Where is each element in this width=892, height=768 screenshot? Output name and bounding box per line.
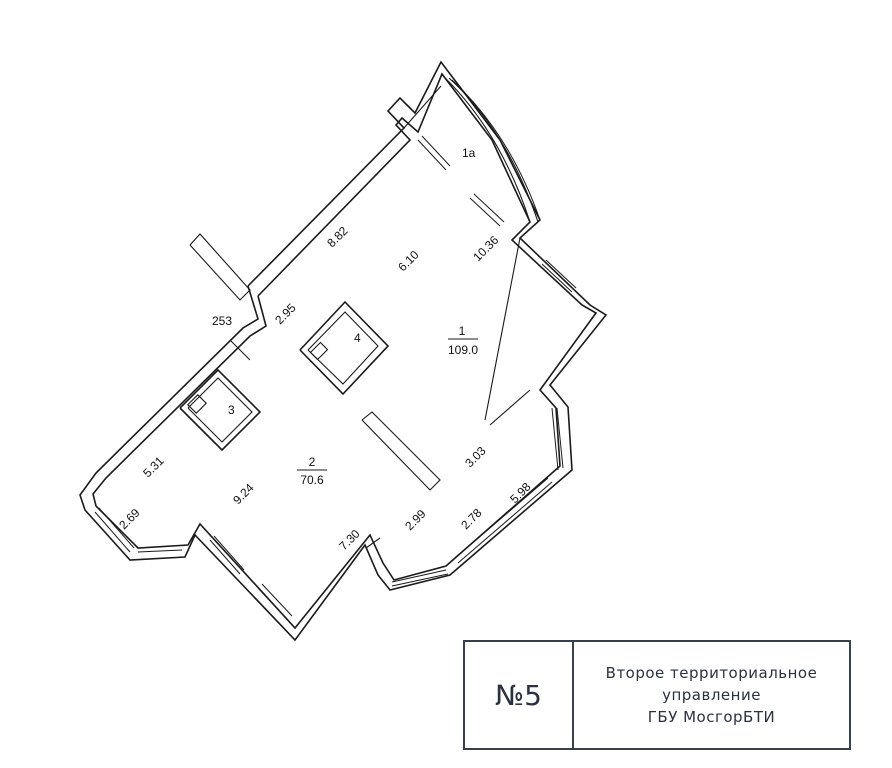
dim-label: 6.10	[395, 247, 422, 274]
room-4-label: 4	[354, 331, 361, 345]
balcony-1a	[403, 73, 541, 223]
room-4-box	[299, 300, 390, 396]
dim-label: 253	[212, 314, 232, 328]
dim-label: 2.69	[116, 505, 143, 532]
stamp-line-2: управление	[662, 686, 761, 704]
dim-label: 5.98	[507, 479, 534, 506]
dim-label: 5.31	[140, 453, 167, 480]
stamp-number: №5	[465, 642, 574, 748]
dim-label: 9.24	[230, 480, 257, 507]
room-2-area: 70.6	[300, 473, 324, 487]
room-3-label: 3	[228, 403, 235, 417]
dim-label: 2.99	[402, 506, 429, 533]
dim-label: 10.36	[470, 233, 501, 264]
stamp-text: Второе территориальное управление ГБУ Мо…	[574, 642, 849, 748]
windows	[94, 135, 577, 621]
bti-stamp: №5 Второе территориальное управление ГБУ…	[463, 640, 851, 750]
room-labels: 1a 1 109.0 2 70.6 3 4	[228, 146, 478, 487]
room-3-box	[179, 368, 262, 452]
dim-label: 8.82	[324, 223, 351, 250]
stamp-line-1: Второе территориальное	[605, 664, 818, 682]
dim-label: 2.95	[272, 300, 299, 327]
room-1-number: 1	[459, 324, 466, 338]
room-1-area: 109.0	[448, 343, 478, 357]
dim-label: 2.78	[458, 505, 485, 532]
room-1a-label: 1a	[462, 146, 476, 160]
room-2-number: 2	[309, 455, 316, 469]
dimension-labels: 8.82 6.10 10.36 2.95 253 5.31 9.24 2.69 …	[116, 223, 534, 553]
outer-walls	[79, 60, 608, 642]
stamp-line-3: ГБУ МосгорБТИ	[647, 708, 776, 726]
dim-label: 3.03	[462, 443, 489, 470]
partitions	[189, 233, 531, 549]
